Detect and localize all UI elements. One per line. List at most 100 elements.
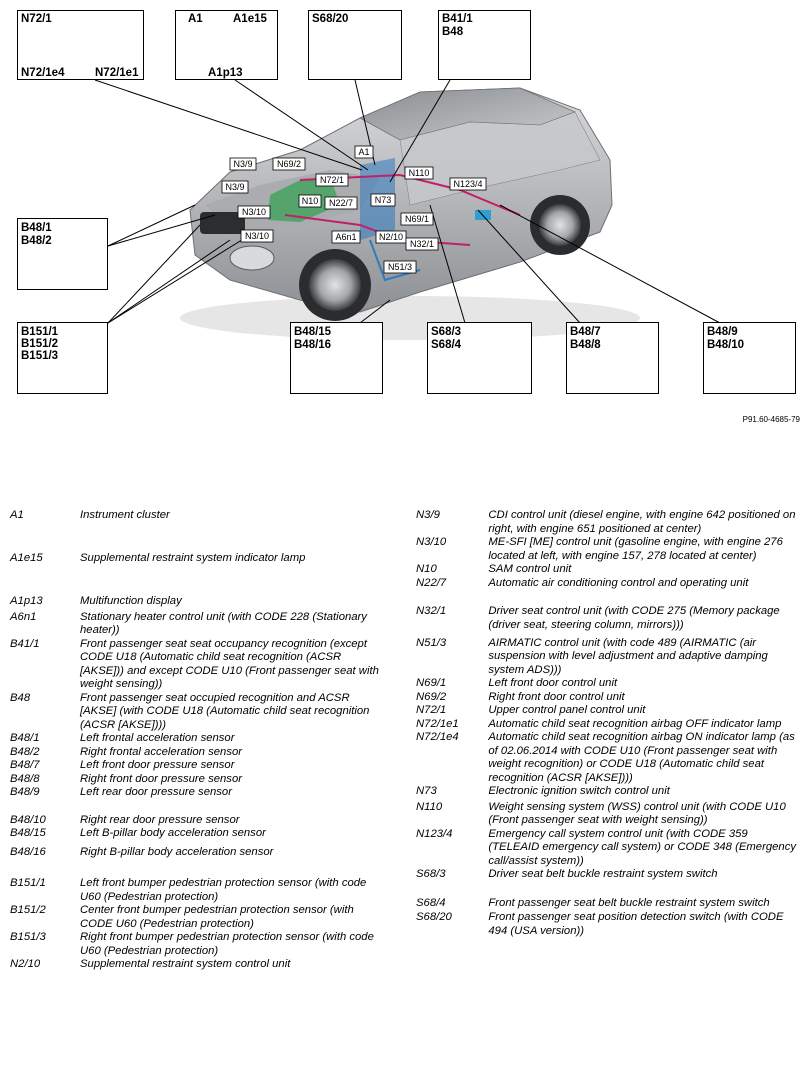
legend-code: N69/1 <box>416 677 447 689</box>
legend-description: Driver seat control unit (with CODE 275 … <box>488 605 780 631</box>
callout-label: S68/4 <box>431 339 462 351</box>
legend-row: S68/4 Front passenger seat belt buckle re… <box>416 897 796 912</box>
legend-description: Left front door control unit <box>488 677 618 689</box>
tag-n3-10-low: N3/10 <box>240 229 274 243</box>
legend-code: N3/9 <box>416 509 440 521</box>
callout-label: B48/9 <box>707 326 738 338</box>
legend-code: N10 <box>416 563 437 575</box>
tag-n69-1: N69/1 <box>400 212 434 226</box>
legend-description: Driver seat belt buckle restraint system… <box>488 868 718 880</box>
callout-label: B151/2 <box>21 338 59 350</box>
legend-code: N32/1 <box>416 605 447 617</box>
legend-code: N72/1 <box>416 704 447 716</box>
legend-description: Multifunction display <box>80 595 182 607</box>
svg-text:N3/9: N3/9 <box>225 182 244 192</box>
svg-text:N51/3: N51/3 <box>388 262 412 272</box>
callout-label: B48/7 <box>570 326 601 338</box>
callout-label: B48/16 <box>294 339 332 351</box>
legend-row: B48/16 Right B-pillar body acceleration s… <box>10 846 385 878</box>
legend-description: Right front bumper pedestrian protection… <box>80 931 374 957</box>
tag-n110: N110 <box>404 166 434 180</box>
legend-code: B48/1 <box>10 732 40 744</box>
legend-code: B151/1 <box>10 877 46 889</box>
callout-label: B48/1 <box>21 222 52 234</box>
tag-n73: N73 <box>370 193 396 207</box>
legend-code: S68/20 <box>416 911 452 923</box>
tag-n2-10: N2/10 <box>375 230 407 244</box>
tag-a6n1: A6n1 <box>331 230 361 244</box>
legend-description: AIRMATIC control unit (with code 489 (AI… <box>488 636 768 676</box>
callout-label: N72/1e1 <box>95 67 139 79</box>
legend-description: Instrument cluster <box>80 509 170 521</box>
svg-text:N3/10: N3/10 <box>242 207 266 217</box>
svg-text:N2/10: N2/10 <box>379 232 403 242</box>
tag-n51-3: N51/3 <box>383 260 417 274</box>
svg-text:N110: N110 <box>409 168 430 178</box>
legend-description: Front passenger seat occupied recognitio… <box>80 691 370 731</box>
legend-code: B48/10 <box>10 813 46 826</box>
component-location-diagram: N3/9 N69/2 A1 N72/1 N3/9 N3/10 N10 N22/7… <box>0 0 810 430</box>
legend-row: N32/1 Driver seat control unit (with CODE… <box>416 605 796 637</box>
legend-code: B48/2 <box>10 745 40 758</box>
svg-text:A6n1: A6n1 <box>335 232 356 242</box>
svg-text:N69/2: N69/2 <box>277 159 301 169</box>
svg-text:N32/1: N32/1 <box>410 239 434 249</box>
svg-text:N73: N73 <box>375 195 392 205</box>
legend-code: B41/1 <box>10 637 40 650</box>
legend-description: Upper control panel control unit <box>488 704 646 716</box>
tag-n32-1: N32/1 <box>405 237 439 251</box>
legend-description: Electronic ignition switch control unit <box>488 785 670 797</box>
callout-box-a1: A1 A1e15 A1p13 <box>175 10 278 80</box>
legend-description: Center front bumper pedestrian protectio… <box>80 904 354 930</box>
svg-text:N10: N10 <box>302 196 319 206</box>
tag-n123-4: N123/4 <box>449 177 487 191</box>
callout-label: B48/8 <box>570 339 601 351</box>
tag-n10: N10 <box>298 194 322 208</box>
legend-code: B48/16 <box>10 845 46 858</box>
callout-box-s68-3: S68/3 S68/4 <box>427 322 532 394</box>
callout-label: B48/15 <box>294 326 332 338</box>
legend-description: Right B-pillar body acceleration sensor <box>80 845 274 858</box>
callout-label: S68/20 <box>312 13 349 25</box>
svg-text:N22/7: N22/7 <box>329 198 353 208</box>
legend-code: S68/4 <box>416 896 446 909</box>
legend-description: Front passenger seat belt buckle restrai… <box>488 896 770 909</box>
legend-code: B48/15 <box>10 827 46 839</box>
legend-description: Automatic child seat recognition airbag … <box>488 731 795 784</box>
legend-row: N51/3 AIRMATIC control unit (with code 48… <box>416 637 796 678</box>
car-label-tags: N3/9 N69/2 A1 N72/1 N3/9 N3/10 N10 N22/7… <box>221 145 487 274</box>
legend-description: Front passenger seat position detection … <box>488 911 784 937</box>
legend-code: N3/10 <box>416 536 447 548</box>
callout-box-b48-1: B48/1 B48/2 <box>17 218 108 290</box>
legend-description: Weight sensing system (WSS) control unit… <box>488 800 786 827</box>
legend-code: N123/4 <box>416 827 453 840</box>
legend-code: N51/3 <box>416 636 447 649</box>
legend-description: SAM control unit <box>488 563 572 575</box>
legend-code: A1p13 <box>10 595 43 607</box>
legend-description: Automatic air conditioning control and o… <box>488 576 749 589</box>
callout-box-s68-20: S68/20 <box>308 10 402 80</box>
legend-row: S68/20 Front passenger seat position dete… <box>416 911 796 938</box>
legend-code: N72/1e4 <box>416 731 459 743</box>
callout-label: B151/1 <box>21 326 59 338</box>
svg-text:N72/1: N72/1 <box>320 175 344 185</box>
svg-text:N123/4: N123/4 <box>453 179 482 189</box>
legend-code: B151/3 <box>10 931 46 943</box>
figure-reference: P91.60-4685-79 <box>742 415 800 424</box>
